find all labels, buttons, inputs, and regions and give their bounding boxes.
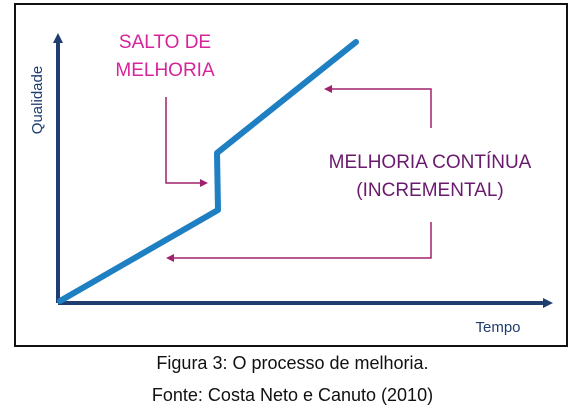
x-axis-label: Tempo — [475, 319, 520, 336]
figure-frame — [14, 3, 568, 347]
continuous-arrow-upper — [324, 85, 432, 128]
jump-label-line1: SALTO DE — [119, 32, 211, 53]
continuous-label-line2: (INCREMENTAL) — [356, 180, 503, 201]
jump-label-line2: MELHORIA — [115, 60, 215, 81]
continuous-arrow-lower — [166, 222, 432, 262]
improvement-line — [57, 39, 359, 304]
source-caption: Fonte: Costa Neto e Canuto (2010) — [151, 385, 434, 405]
figure-caption: Figura 3: O processo de melhoria. — [156, 353, 429, 373]
jump-arrow — [165, 97, 208, 187]
y-axis-label: Qualidade — [29, 66, 46, 134]
improvement-diagram: Qualidade Tempo SALTO DE MELHORIA MELHOR… — [29, 32, 553, 336]
continuous-label-line1: MELHORIA CONTÍNUA — [329, 152, 532, 173]
